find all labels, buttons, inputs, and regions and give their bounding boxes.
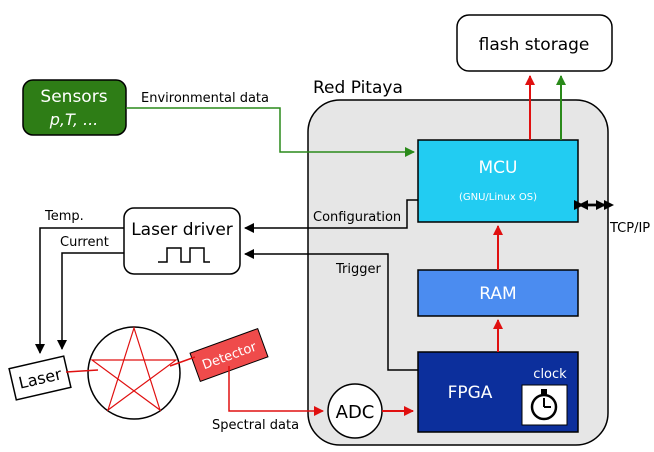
sensors-subtitle: p,T, ... — [49, 110, 99, 129]
configuration-label: Configuration — [313, 210, 401, 225]
laser-beam-out — [169, 356, 196, 367]
environmental-data-label: Environmental data — [141, 91, 269, 106]
mcu-block — [417, 139, 579, 223]
laser-driver-label: Laser driver — [131, 220, 233, 240]
fpga-label: FPGA — [448, 383, 493, 403]
spectral-data-line — [228, 366, 324, 416]
spectral-data-label: Spectral data — [212, 418, 299, 433]
temp-label: Temp. — [44, 209, 84, 224]
ram-label: RAM — [479, 284, 516, 304]
flash-storage-label: flash storage — [479, 35, 590, 55]
tcp-ip-arrow-left — [578, 200, 588, 210]
configuration-line — [244, 199, 418, 233]
laser-beam-in — [65, 369, 99, 373]
current-label: Current — [60, 235, 109, 250]
multipass-beam-path — [90, 326, 178, 412]
laser-driver-block — [123, 207, 241, 275]
adc-label: ADC — [336, 402, 375, 423]
clock-icon — [521, 384, 568, 426]
environmental-data-line — [126, 107, 415, 157]
clock-label: clock — [533, 367, 567, 382]
tcp-ip-arrow-right — [604, 200, 614, 210]
trigger-line — [244, 249, 418, 371]
laser-block: Laser — [8, 355, 72, 401]
current-line — [57, 252, 124, 350]
flash-storage-block — [456, 14, 613, 72]
ram-block — [417, 269, 579, 317]
mcu-sublabel: (GNU/Linux OS) — [459, 192, 537, 203]
pulse-waveform-icon — [158, 247, 210, 263]
mcu-label: MCU — [479, 158, 518, 178]
red-pitaya-label: Red Pitaya — [313, 78, 403, 98]
temp-line — [35, 227, 124, 354]
tcp-ip-label: TCP/IP — [609, 221, 650, 236]
trigger-label: Trigger — [335, 262, 381, 277]
sensors-title: Sensors — [40, 87, 107, 107]
multipass-cell — [87, 326, 181, 420]
